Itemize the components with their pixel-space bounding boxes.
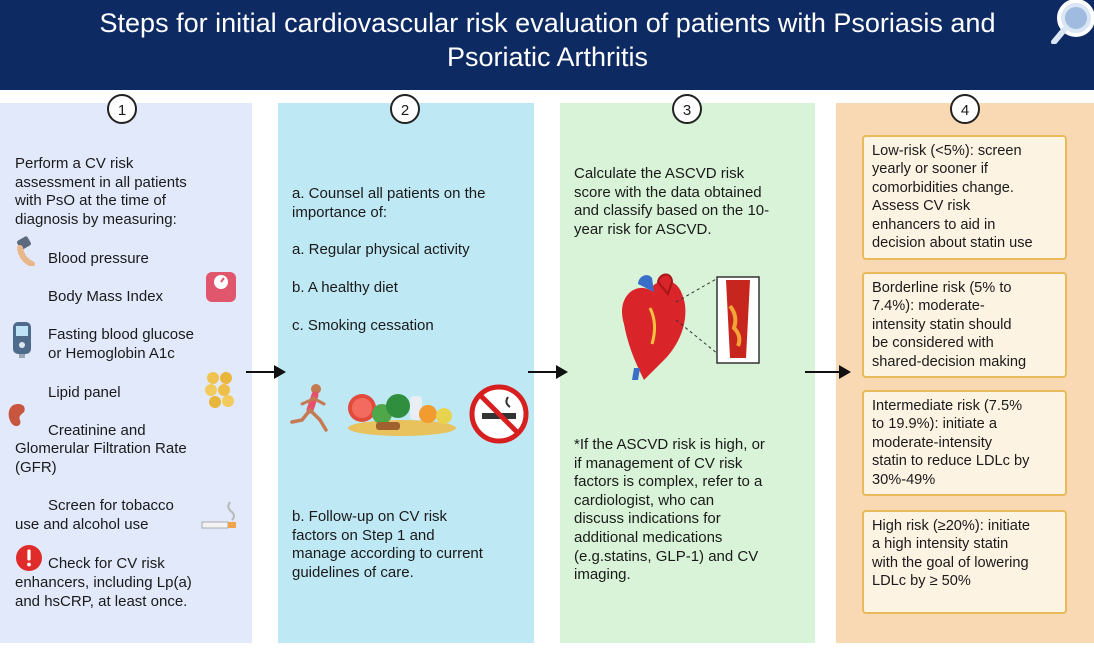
arrow-step-3-to-4	[805, 365, 851, 379]
step-3-note-line: factors is complex, refer to a	[574, 473, 763, 491]
glucose-label-line: Fasting blood glucose	[48, 326, 194, 343]
title-line-2: Psoriatic Arthritis	[446, 42, 649, 72]
blood-pressure-label: Blood pressure	[48, 250, 149, 267]
risk-box-borderline: Borderline risk (5% to 7.4%): moderate- …	[862, 272, 1067, 378]
step-3-calc-line: score with the data obtained	[574, 183, 762, 201]
risk-borderline-line: Borderline risk (5% to	[872, 280, 1012, 296]
step-2-followup-line: guidelines of care.	[292, 563, 414, 581]
step-4-number: 4	[950, 94, 980, 124]
cigarette-icon	[201, 501, 236, 529]
magnifier-icon	[1051, 0, 1094, 44]
risk-intermediate-line: Intermediate risk (7.5%	[872, 398, 1023, 414]
step-3-note-line: if management of CV risk	[574, 454, 743, 472]
risk-low-line: Assess CV risk	[872, 198, 971, 215]
step-3-number: 3	[672, 94, 702, 124]
step-2-followup-line: b. Follow-up on CV risk	[292, 508, 448, 525]
arrow-step-2-to-3	[528, 365, 568, 379]
runner-icon	[290, 384, 328, 432]
risk-box-high: High risk (≥20%): initiate a high intens…	[862, 510, 1067, 614]
healthy-food-icon	[348, 394, 456, 436]
risk-high-line: LDLc by ≥ 50%	[872, 573, 971, 590]
step-3-note-line: additional medications	[574, 528, 723, 546]
step-2-panel	[278, 103, 534, 643]
step-3-calc-line: year risk for ASCVD.	[574, 220, 712, 238]
step-1-intro: Perform a CV risk assessment in all pati…	[15, 155, 187, 229]
step-1-intro-line: Perform a CV risk	[15, 155, 134, 172]
risk-high-line: High risk (≥20%): initiate	[872, 518, 1031, 534]
blood-pressure-cuff-icon	[17, 236, 35, 266]
step-2-item-diet: b. A healthy diet	[292, 279, 398, 296]
title-banner	[0, 0, 1094, 90]
tobacco-label-line-1: Screen for tobacco	[48, 497, 174, 514]
step-1-intro-line: assessment in all patients	[15, 173, 187, 191]
page-title: Steps for initial cardiovascular risk ev…	[60, 6, 1035, 74]
step-2-counsel: a. Counsel all patients on the importanc…	[292, 185, 485, 222]
title-line-1: Steps for initial cardiovascular risk ev…	[99, 8, 996, 38]
step-1-intro-line: diagnosis by measuring:	[15, 210, 177, 228]
scale-icon	[206, 272, 236, 302]
kidney-icon	[8, 404, 25, 427]
step-2-followup: b. Follow-up on CV risk factors on Step …	[292, 508, 483, 582]
artery-plaque-icon	[716, 276, 760, 364]
enhancers-label-line-2: enhancers, including Lp(a)	[15, 574, 192, 591]
enhancers-label-line-1: Check for CV risk	[48, 555, 165, 572]
glucometer-icon	[13, 322, 31, 358]
risk-borderline-line: be considered with	[872, 335, 994, 352]
tobacco-label-line-2: use and alcohol use	[15, 516, 149, 533]
no-smoking-icon	[469, 384, 529, 444]
step-2-number: 2	[390, 94, 420, 124]
step-3-note-line: *If the ASCVD risk is high, or	[574, 436, 765, 453]
step-2-item-smoking: c. Smoking cessation	[292, 317, 434, 334]
creatinine-label-line-2: Glomerular Filtration Rate	[15, 440, 187, 457]
risk-low-line: Low-risk (<5%): screen	[872, 143, 1022, 159]
risk-intermediate-line: to 19.9%): initiate a	[872, 416, 997, 433]
risk-high-line: with the goal of lowering	[872, 554, 1029, 571]
step-3-note-line: imaging.	[574, 566, 631, 584]
creatinine-label-line-3: (GFR)	[15, 459, 57, 476]
risk-low-line: comorbidities change.	[872, 179, 1014, 196]
step-3-note-line: (e.g.statins, GLP-1) and CV	[574, 547, 759, 565]
bmi-label: Body Mass Index	[48, 288, 164, 305]
step-3-note-line: discuss indications for	[574, 510, 721, 528]
step-2-followup-line: manage according to current	[292, 545, 483, 563]
step-2-counsel-line: importance of:	[292, 203, 388, 221]
risk-intermediate-line: 30%-49%	[872, 471, 936, 488]
step-2-followup-line: factors on Step 1 and	[292, 526, 435, 544]
step-2-item-activity: a. Regular physical activity	[292, 241, 470, 258]
risk-borderline-line: intensity statin should	[872, 316, 1012, 333]
risk-intermediate-line: statin to reduce LDLc by	[872, 453, 1030, 470]
heart-icon	[622, 273, 719, 380]
enhancers-label-line-3: and hsCRP, at least once.	[15, 593, 188, 610]
step-3-note: *If the ASCVD risk is high, or if manage…	[574, 436, 765, 585]
step-1-number: 1	[107, 94, 137, 124]
glucose-label: Fasting blood glucose or Hemoglobin A1c	[48, 326, 194, 363]
step-3-panel	[560, 103, 815, 643]
risk-low-line: enhancers to aid in	[872, 216, 996, 233]
risk-borderline-line: 7.4%): moderate-	[872, 298, 985, 315]
lipid-cells-icon	[205, 372, 234, 408]
step-3-calc-line: Calculate the ASCVD risk	[574, 165, 745, 182]
step-3-note-line: cardiologist, who can	[574, 491, 715, 509]
step-2-counsel-line: a. Counsel all patients on the	[292, 185, 486, 202]
risk-box-intermediate: Intermediate risk (7.5% to 19.9%): initi…	[862, 390, 1067, 496]
creatinine-label-line-1: Creatinine and	[48, 422, 146, 439]
arrow-step-1-to-2	[246, 365, 286, 379]
step-1-intro-line: with PsO at the time of	[15, 192, 166, 210]
step-3-calc-line: and classify based on the 10-	[574, 202, 770, 220]
risk-high-line: a high intensity statin	[872, 536, 1009, 553]
risk-low-line: decision about statin use	[872, 235, 1033, 252]
step-3-calc: Calculate the ASCVD risk score with the …	[574, 165, 769, 239]
risk-box-low: Low-risk (<5%): screen yearly or sooner …	[862, 135, 1067, 260]
lipid-label: Lipid panel	[48, 384, 121, 401]
risk-low-line: yearly or sooner if	[872, 161, 988, 178]
risk-borderline-line: shared-decision making	[872, 353, 1027, 370]
glucose-label-line: or Hemoglobin A1c	[48, 344, 175, 362]
risk-intermediate-line: moderate-intensity	[872, 434, 993, 451]
alert-icon	[16, 545, 42, 571]
